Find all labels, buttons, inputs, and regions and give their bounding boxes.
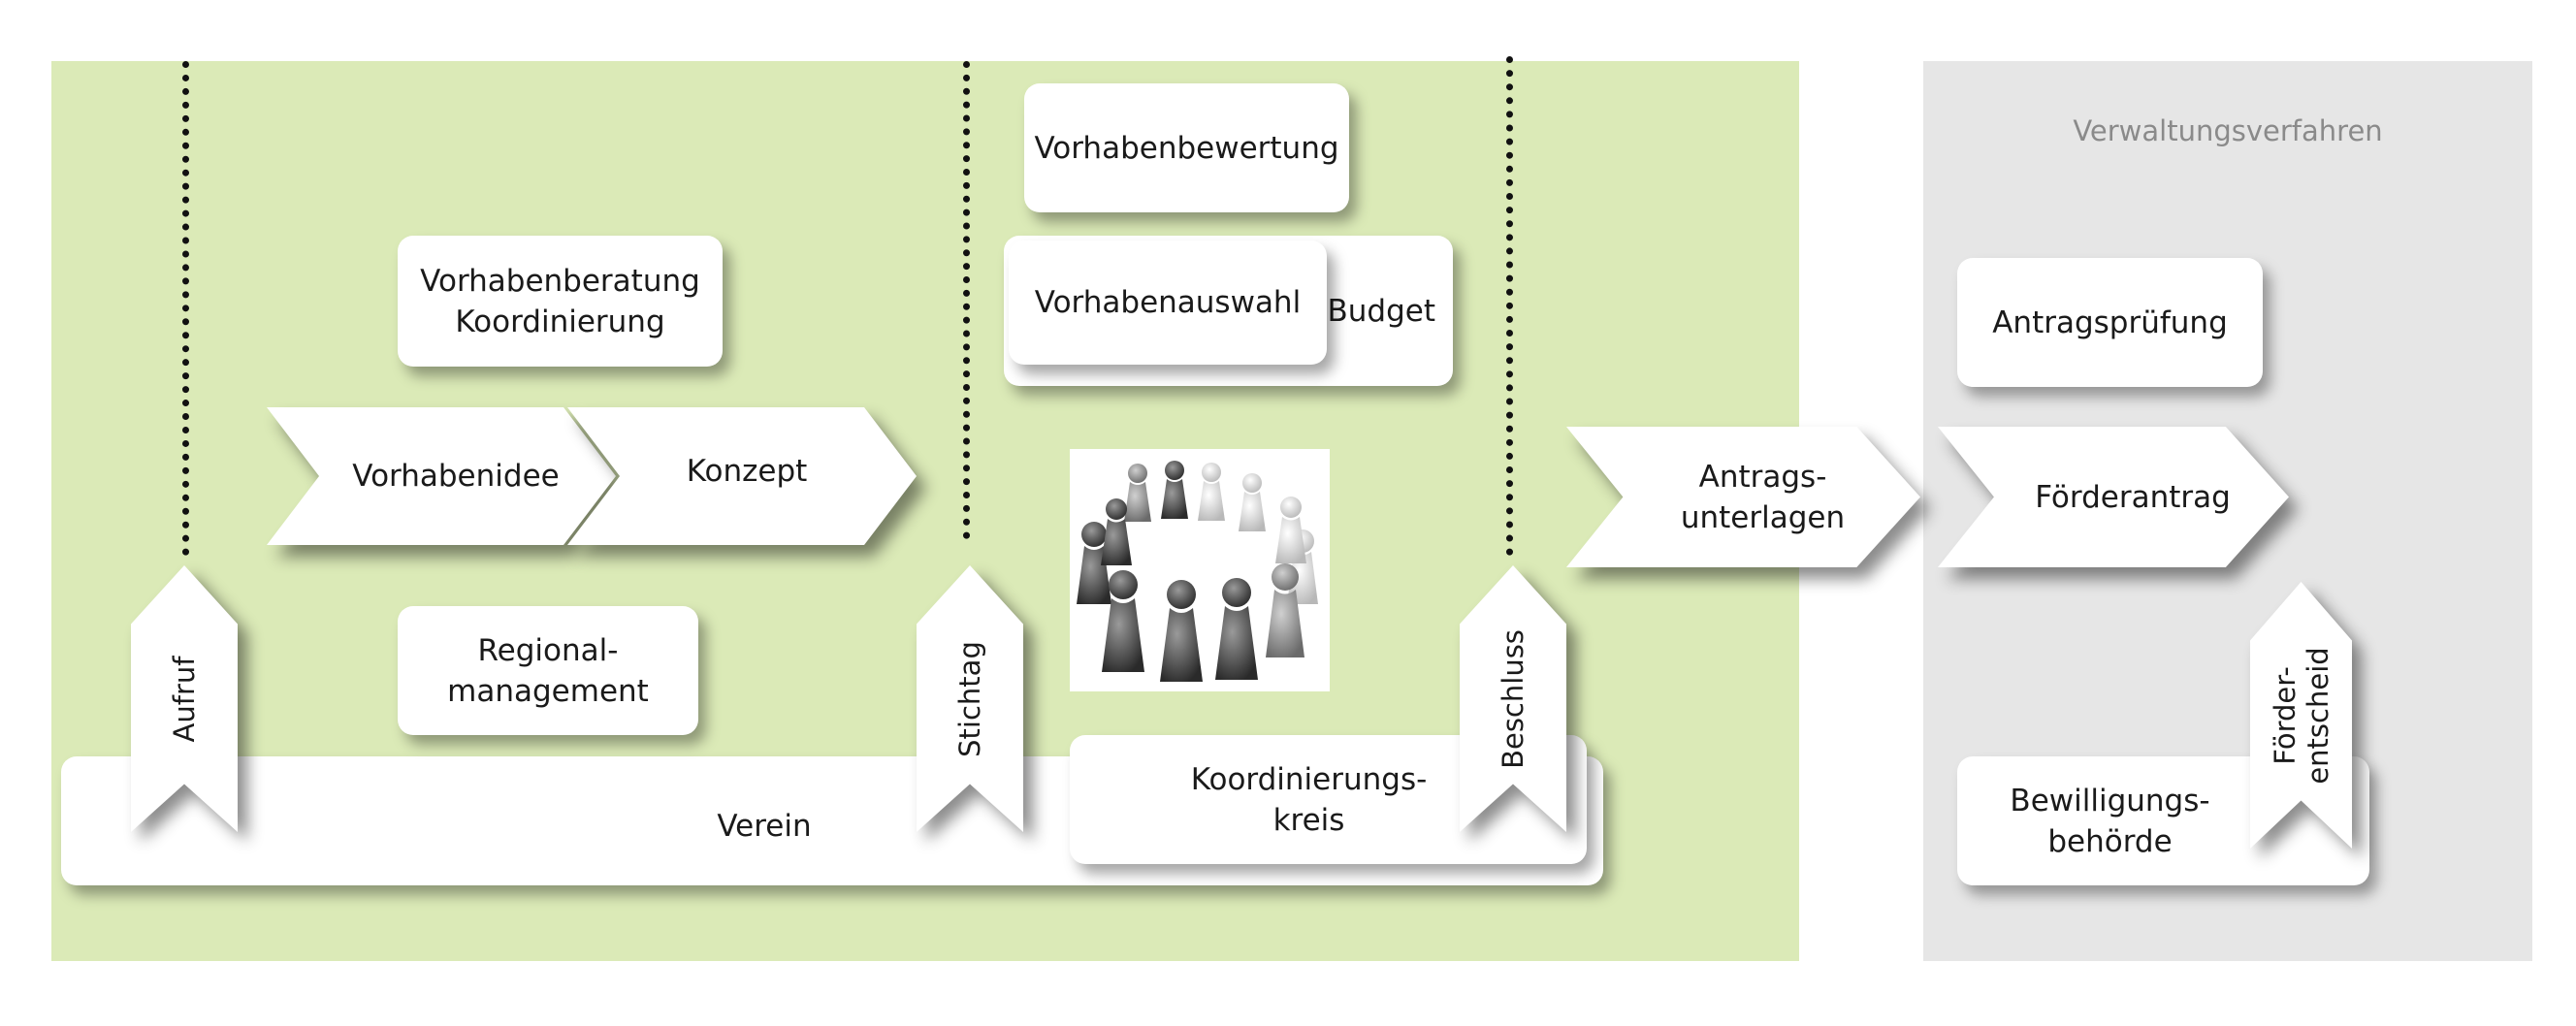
people-pawns-image <box>1070 449 1330 691</box>
vorhabenauswahl-label: Vorhabenauswahl <box>1034 285 1302 320</box>
foerderantrag-label: Förderantrag <box>2035 479 2231 515</box>
administrative-procedure-title: Verwaltungsverfahren <box>2073 114 2383 147</box>
pawn-middle-row <box>1077 497 1318 604</box>
pawn-front-row <box>1102 563 1304 682</box>
regionalmanagement-box: Regional- management <box>398 606 698 735</box>
vorhabenberatung-box: Vorhabenberatung Koordinierung <box>398 236 723 367</box>
foerderentscheid-label: Förder- entscheid <box>2268 646 2334 785</box>
aufruf-label: Aufruf <box>168 656 201 742</box>
budget-label: Budget <box>1327 293 1436 329</box>
vorhabenidee-arrow: Vorhabenidee <box>267 407 616 545</box>
beschluss-milestone: Beschluss <box>1460 565 1566 832</box>
beschluss-label: Beschluss <box>1497 628 1530 769</box>
verein-label: Verein <box>717 808 812 844</box>
vorhabenbewertung-label: Vorhabenbewertung <box>1034 130 1339 166</box>
konzept-label: Konzept <box>686 454 808 489</box>
konzept-arrow: Konzept <box>567 407 917 545</box>
aufruf-dotted-line <box>182 61 189 556</box>
vorhabenbewertung-box: Vorhabenbewertung <box>1024 83 1349 212</box>
vorhabenberatung-label: Vorhabenberatung Koordinierung <box>420 263 700 339</box>
beschluss-dotted-line <box>1506 56 1513 556</box>
koordinierungskreis-label: Koordinierungs- kreis <box>1190 761 1428 838</box>
antragsunterlagen-arrow: Antrags- unterlagen <box>1566 427 1920 567</box>
stichtag-dotted-line <box>963 61 970 539</box>
antragsunterlagen-label: Antrags- unterlagen <box>1680 459 1846 535</box>
pawns-illustration <box>1077 461 1318 682</box>
vorhabenidee-label: Vorhabenidee <box>352 459 560 494</box>
aufruf-milestone: Aufruf <box>131 565 238 832</box>
stichtag-milestone: Stichtag <box>917 565 1023 832</box>
foerderentscheid-milestone: Förder- entscheid <box>2250 582 2352 849</box>
foerderantrag-arrow: Förderantrag <box>1938 427 2289 567</box>
regionalmanagement-label: Regional- management <box>447 632 649 709</box>
antragspruefung-box: Antragsprüfung <box>1957 258 2263 387</box>
koordinierungskreis-box: Koordinierungs- kreis <box>1070 735 1587 864</box>
vorhabenauswahl-box: Vorhabenauswahl <box>1009 240 1327 365</box>
stichtag-label: Stichtag <box>953 640 986 757</box>
bewilligungsbehoerde-label: Bewilligungs- behörde <box>2010 783 2210 859</box>
pawn-back-row <box>1124 461 1266 531</box>
antragspruefung-label: Antragsprüfung <box>1992 305 2228 340</box>
